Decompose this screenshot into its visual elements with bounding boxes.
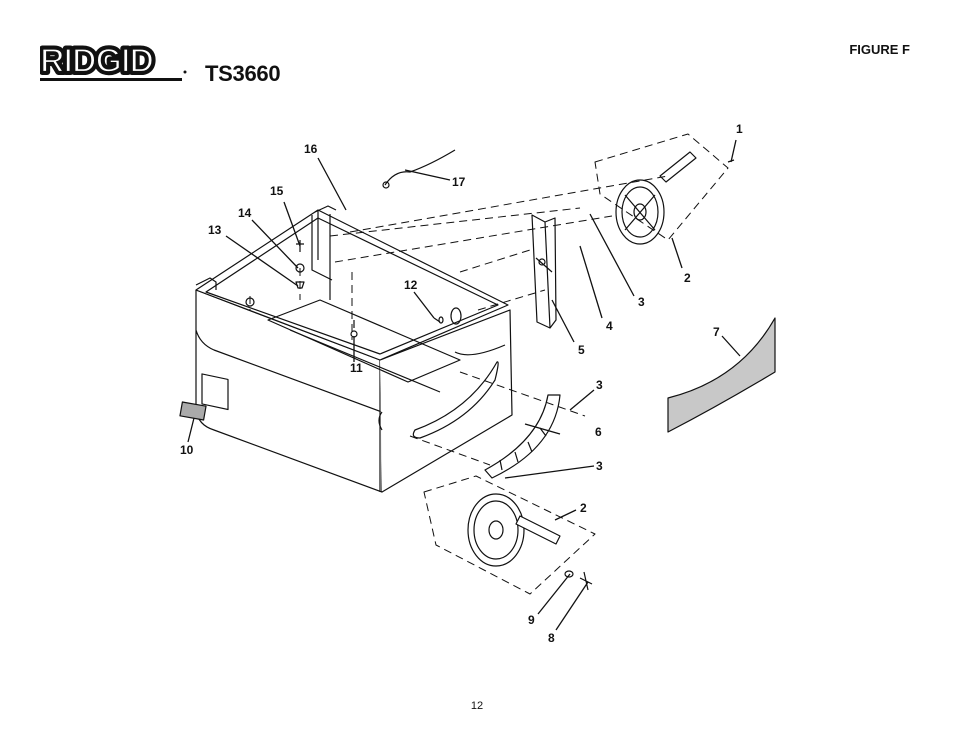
wheel-lower	[467, 493, 593, 591]
callout-4: 4	[606, 319, 613, 333]
power-cord	[382, 149, 456, 189]
svg-text:RIDGID: RIDGID	[40, 42, 153, 80]
figure-label: FIGURE F	[849, 42, 910, 57]
wheel-upper	[615, 151, 735, 245]
callout-15: 15	[270, 184, 284, 198]
callout-5: 5	[578, 343, 585, 357]
model-number: TS3660	[205, 61, 281, 86]
ridgid-logo: RIDGID RIDGID	[40, 42, 188, 84]
svg-text:RIDGID: RIDGID	[40, 42, 153, 80]
callout-12: 12	[404, 278, 418, 292]
gray-panel	[667, 317, 776, 433]
callout-16: 16	[304, 142, 318, 156]
callout-10: 10	[180, 443, 194, 457]
callout-7: 7	[713, 325, 720, 339]
callout-1: 1	[736, 122, 743, 136]
callout-8: 8	[548, 631, 555, 645]
callout-14: 14	[238, 206, 252, 220]
callout-3: 3	[638, 295, 645, 309]
callout-3: 3	[596, 459, 603, 473]
callout-13: 13	[208, 223, 222, 237]
mounting-bracket	[531, 214, 557, 329]
callout-9: 9	[528, 613, 535, 627]
callout-6: 6	[595, 425, 602, 439]
callout-3: 3	[596, 378, 603, 392]
callout-11: 11	[350, 361, 363, 375]
callout-2: 2	[684, 271, 691, 285]
callout-17: 17	[452, 175, 466, 189]
callout-2: 2	[580, 501, 587, 515]
label-plate	[179, 401, 207, 421]
curved-rail	[484, 394, 561, 479]
page-number: 12	[470, 700, 484, 712]
